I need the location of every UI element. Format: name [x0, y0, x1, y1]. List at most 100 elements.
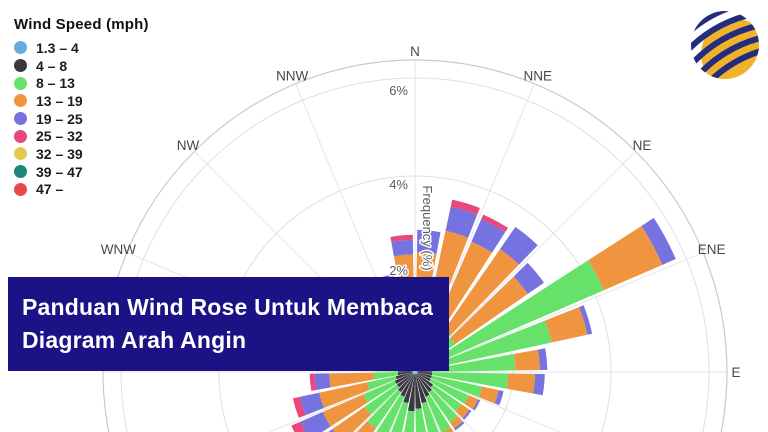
- windrose-bar-segment: [390, 234, 413, 242]
- radial-tick-label: 6%: [389, 83, 408, 98]
- legend-color-dot: [14, 165, 27, 179]
- legend-item: 13 – 19: [14, 92, 149, 110]
- compass-label-nne: NNE: [524, 68, 553, 83]
- windrose-bar-segment: [415, 370, 418, 372]
- windrose-bar-segment: [429, 260, 604, 366]
- legend-color-dot: [14, 147, 27, 161]
- windrose-bar-segment: [397, 372, 413, 376]
- windrose-bar-segment: [431, 372, 509, 389]
- windrose-bar-segment: [506, 373, 535, 394]
- legend-item-label: 1.3 – 4: [36, 39, 79, 56]
- polar-spoke: [414, 252, 704, 373]
- windrose-bar-segment: [373, 372, 399, 380]
- windrose-bar-segment: [430, 375, 483, 398]
- windrose-bar-segment: [449, 416, 463, 429]
- windrose-bar-segment: [415, 372, 418, 374]
- windrose-bar-segment: [398, 373, 414, 393]
- windrose-bar-segment: [421, 401, 439, 432]
- polar-spoke: [414, 151, 636, 373]
- legend-item: 1.3 – 4: [14, 39, 149, 57]
- windrose-bar-segment: [454, 421, 465, 431]
- windrose-bar-segment: [425, 394, 451, 432]
- windrose-bar-segment: [412, 372, 415, 373]
- windrose-bar-segment: [450, 199, 480, 215]
- legend-color-dot: [14, 59, 27, 73]
- legend-item: 39 – 47: [14, 163, 149, 181]
- windrose-bar-segment: [641, 217, 676, 265]
- windrose-bar-segment: [415, 374, 427, 404]
- windrose-bar-segment: [367, 389, 402, 429]
- windrose-bar-segment: [415, 408, 426, 432]
- windrose-bar-segment: [587, 225, 663, 291]
- windrose-bar-segment: [403, 374, 415, 404]
- windrose-bar-segment: [455, 404, 470, 418]
- radial-tick-label: 2%: [389, 263, 408, 278]
- windrose-bar-segment: [494, 390, 504, 406]
- legend-item: 47 –: [14, 181, 149, 199]
- banner-title-line1: Panduan Wind Rose Untuk Membaca: [22, 294, 434, 320]
- windrose-bar-segment: [300, 411, 331, 432]
- legend-color-dot: [14, 76, 27, 90]
- windrose-bar-segment: [417, 373, 431, 382]
- polar-spoke: [414, 371, 441, 432]
- polar-gridring: [218, 175, 612, 432]
- legend-item: 4 – 8: [14, 57, 149, 75]
- globe-logo-icon: [691, 11, 759, 79]
- windrose-bar-segment: [472, 399, 481, 411]
- windrose-bar-segment: [513, 349, 540, 371]
- windrose-bar-segment: [376, 394, 405, 432]
- windrose-bar-segment: [291, 421, 306, 432]
- windrose-bar-segment: [408, 374, 415, 412]
- windrose-bar-segment: [579, 305, 593, 335]
- legend-item: 25 – 32: [14, 127, 149, 145]
- windrose-bar-segment: [478, 386, 499, 404]
- legend-item-label: 4 – 8: [36, 57, 68, 74]
- polar-gridring: [316, 273, 514, 432]
- windrose-bar-segment: [414, 372, 415, 375]
- globe-sphere: [691, 11, 759, 79]
- windrose-bar-segment: [431, 354, 516, 372]
- legend-title: Wind Speed (mph): [14, 16, 149, 33]
- windrose-bar-segment: [394, 373, 413, 384]
- windrose-bar-segment: [415, 372, 417, 374]
- windrose-bar-segment: [513, 262, 544, 294]
- windrose-bar-segment: [481, 214, 508, 232]
- legend-item-label: 39 – 47: [36, 163, 83, 180]
- windrose-bar-segment: [415, 372, 418, 373]
- windrose-bar-segment: [428, 389, 458, 423]
- windrose-bar-segment: [322, 394, 368, 427]
- windrose-bar-segment: [400, 374, 414, 397]
- legend-color-dot: [14, 94, 27, 108]
- legend-item: 32 – 39: [14, 145, 149, 163]
- windrose-bar-segment: [416, 229, 441, 254]
- windrose-bar-segment: [413, 372, 415, 375]
- windrose-bar-segment: [391, 239, 414, 257]
- windrose-bar-segment: [415, 372, 417, 375]
- compass-label-ene: ENE: [698, 242, 726, 257]
- windrose-bar-segment: [417, 372, 432, 379]
- polar-spoke: [354, 371, 416, 432]
- legend-item: 8 – 13: [14, 74, 149, 92]
- compass-label-nw: NW: [177, 138, 200, 153]
- windrose-bar-segment: [356, 421, 376, 432]
- title-banner: Panduan Wind Rose Untuk Membaca Diagram …: [8, 277, 449, 371]
- windrose-bar-segment: [416, 373, 432, 393]
- compass-label-n: N: [410, 44, 420, 59]
- windrose-bar-segment: [328, 429, 335, 432]
- legend-color-dot: [14, 112, 27, 126]
- compass-label-nnw: NNW: [276, 68, 308, 83]
- windrose-bar-segment: [442, 427, 454, 432]
- compass-label-e: E: [731, 365, 740, 380]
- windrose-bar-segment: [430, 384, 462, 412]
- windrose-bar-segment: [445, 206, 478, 238]
- windrose-bar-segment: [471, 219, 506, 253]
- legend-item-label: 47 –: [36, 181, 64, 198]
- windrose-bar-segment: [363, 380, 397, 403]
- legend-color-dot: [14, 41, 27, 55]
- windrose-bar-segment: [429, 378, 469, 404]
- banner-title-line2: Diagram Arah Angin: [22, 327, 247, 353]
- windrose-bar-segment: [412, 372, 415, 374]
